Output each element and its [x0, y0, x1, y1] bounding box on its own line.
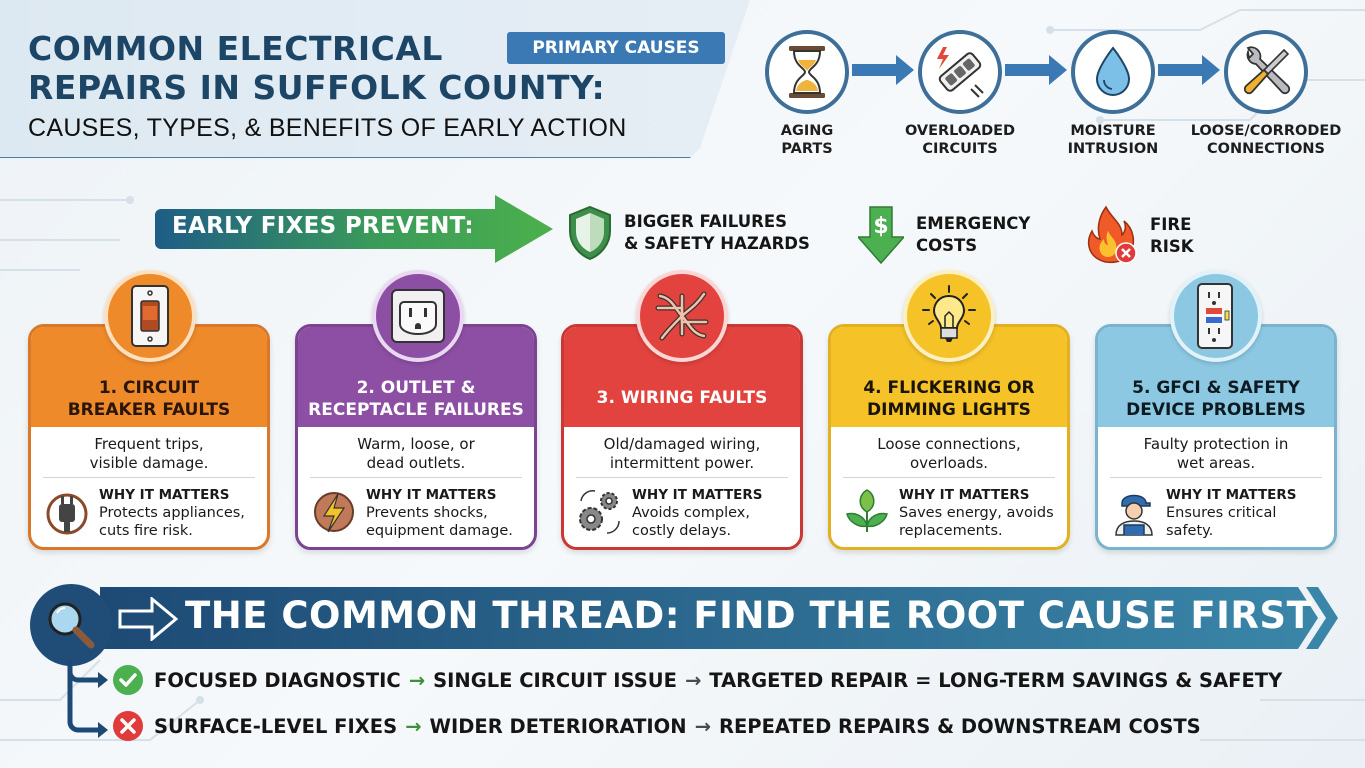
flow-arrow-3 — [1158, 55, 1220, 85]
card-description: Loose connections,overloads. — [877, 435, 1021, 472]
light-bulb-icon — [922, 285, 976, 342]
outlet-icon — [391, 289, 445, 343]
shield-icon — [569, 205, 611, 261]
card-description: Old/damaged wiring,intermittent power. — [603, 435, 761, 472]
card-icon-3 — [636, 270, 728, 362]
common-thread-banner — [100, 587, 1338, 649]
branch-connector — [67, 660, 108, 738]
early-fixes-arrow — [155, 195, 553, 263]
dollar-down-arrow-icon: $ — [858, 206, 904, 265]
flow-arrow-1 — [852, 55, 914, 85]
cause-moisture-intrusion — [1071, 30, 1155, 114]
gears-icon — [579, 490, 620, 534]
fire-icon — [1087, 205, 1137, 264]
common-thread-title: THE COMMON THREAD: FIND THE ROOT CAUSE F… — [185, 594, 1313, 637]
divider — [310, 477, 522, 478]
card-icon-2 — [372, 270, 464, 362]
prevent-item-bigger-failures: BIGGER FAILURES& SAFETY HAZARDS — [568, 205, 810, 261]
header-banner — [0, 0, 750, 158]
tangled-wires-icon — [655, 291, 709, 341]
magnifying-glass-icon — [48, 602, 95, 649]
divider — [576, 477, 788, 478]
magnifier-badge — [30, 584, 112, 666]
card-icon-5 — [1170, 270, 1262, 362]
wrench-screwdriver-icon — [1243, 46, 1291, 95]
outline-arrow-icon — [118, 597, 178, 641]
outcome-good: FOCUSED DIAGNOSTIC→SINGLE CIRCUIT ISSUE→… — [112, 664, 1282, 696]
light-switch-icon — [131, 285, 169, 347]
leaf-icon — [846, 489, 888, 532]
cause-aging-parts — [765, 30, 849, 114]
power-strip-icon — [937, 47, 984, 98]
hourglass-icon — [789, 46, 825, 98]
x-circle-icon — [113, 711, 143, 741]
divider — [43, 477, 255, 478]
outcome-bad: SURFACE-LEVEL FIXES→WIDER DETERIORATION→… — [112, 710, 1201, 742]
svg-text:$: $ — [873, 214, 888, 239]
divider — [1110, 477, 1322, 478]
card-icon-1 — [104, 270, 196, 362]
page-subtitle: CAUSES, TYPES, & BENEFITS OF EARLY ACTIO… — [28, 114, 627, 142]
plug-icon — [46, 493, 88, 535]
card-description: Frequent trips,visible damage. — [89, 435, 209, 472]
card-outlet-receptacle-failures: 2. OUTLET &RECEPTACLE FAILURES Warm, loo… — [295, 324, 537, 550]
gfci-outlet-icon — [1197, 283, 1233, 349]
cause-loose-corroded-connections — [1224, 30, 1308, 114]
flow-arrow-2 — [1005, 55, 1067, 85]
page-title-line1: COMMON ELECTRICAL — [28, 29, 443, 68]
water-drop-icon — [1095, 46, 1131, 96]
page-title-line2: REPAIRS IN SUFFOLK COUNTY: — [28, 68, 606, 107]
check-circle-icon — [113, 665, 143, 695]
early-fixes-label: EARLY FIXES PREVENT: — [172, 213, 474, 239]
lightning-icon — [314, 492, 354, 533]
card-icon-4 — [903, 270, 995, 362]
primary-causes-badge: PRIMARY CAUSES — [507, 32, 725, 64]
cause-overloaded-circuits — [918, 30, 1002, 114]
divider — [843, 477, 1055, 478]
electrician-icon — [1115, 494, 1153, 536]
